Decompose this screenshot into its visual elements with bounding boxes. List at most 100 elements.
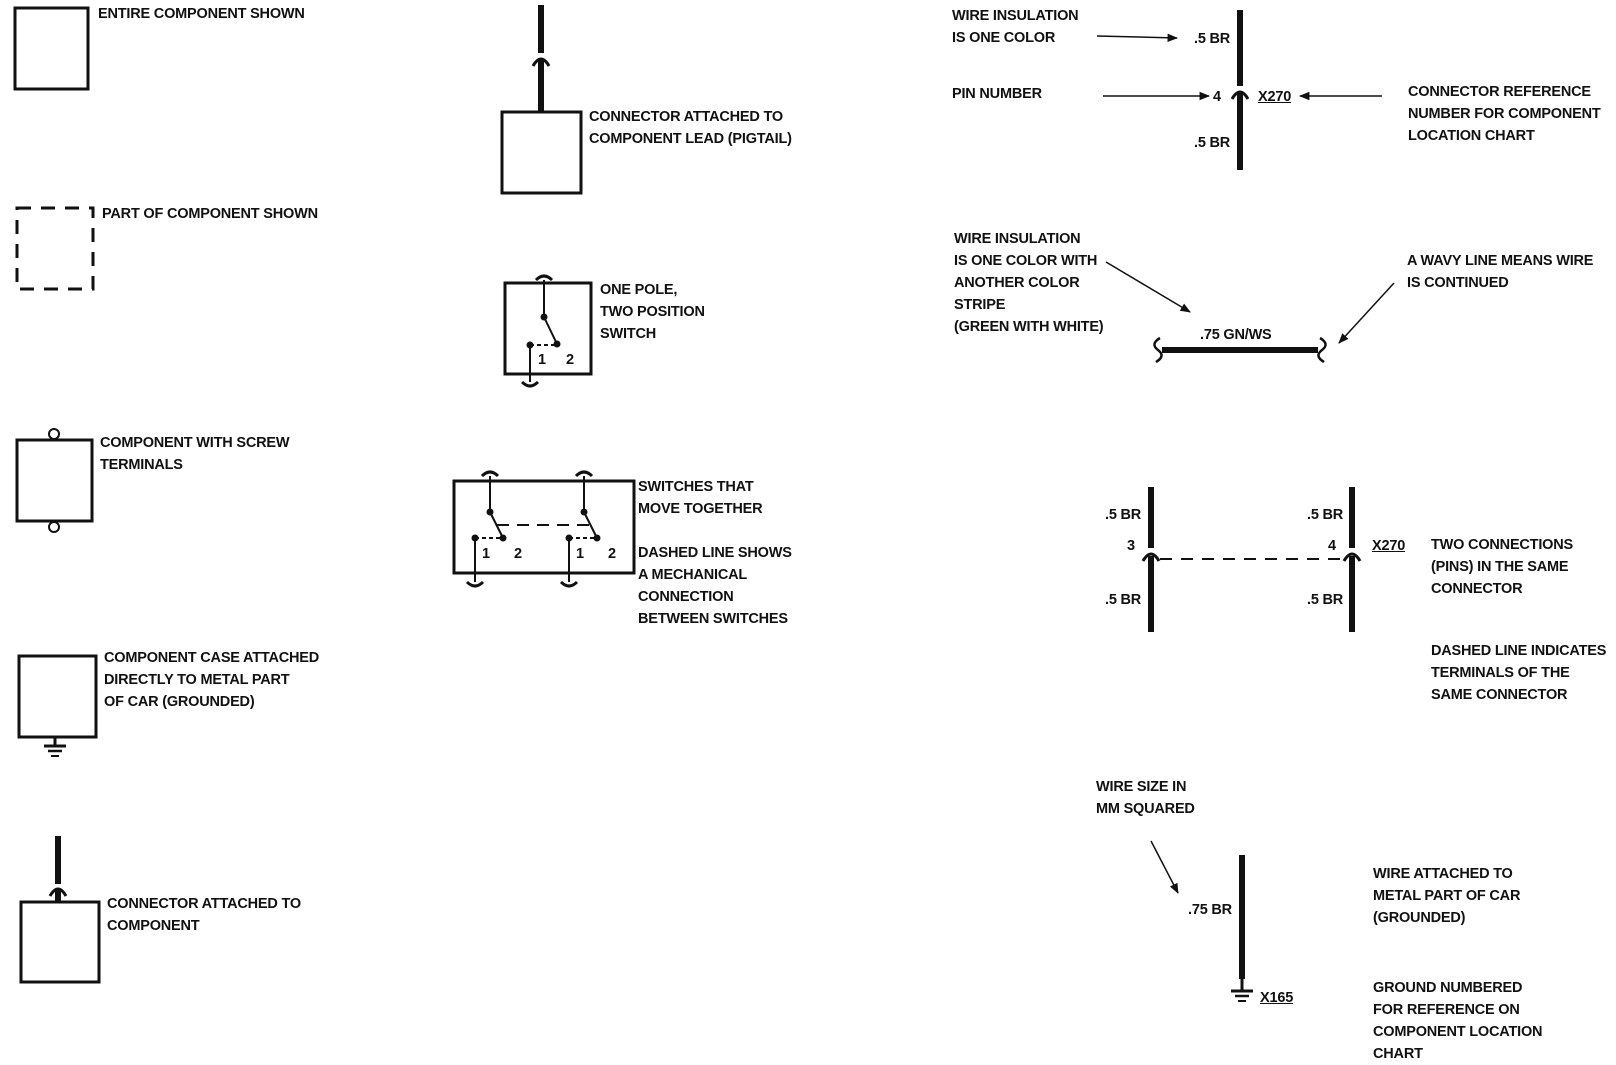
- right-bottom-wire-label: .5 BR: [1307, 592, 1344, 608]
- mechanical-connection-label: DASHED LINE SHOWS A MECHANICAL CONNECTION B…: [638, 542, 792, 630]
- ground-wire: [1231, 855, 1253, 1002]
- wavy-line-label-line: IS CONTINUED: [1407, 275, 1509, 291]
- one-pole-switch: [503, 274, 593, 388]
- mechanical-connection-label-line: BETWEEN SWITCHES: [638, 611, 788, 627]
- switches-together-label-line: SWITCHES THAT: [638, 479, 754, 495]
- case-grounded-label: COMPONENT CASE ATTACHED DIRECTLY TO METAL…: [104, 647, 319, 713]
- wire-one-color: [1230, 10, 1250, 170]
- connector-reference-label-line: NUMBER FOR COMPONENT: [1408, 106, 1601, 122]
- case-grounded-label-line: OF CAR (GROUNDED): [104, 694, 255, 710]
- ground-wire-size-value: .75 BR: [1188, 902, 1232, 918]
- stripe-insulation-label-line: IS ONE COLOR WITH: [954, 253, 1098, 269]
- top-wire-label: .5 BR: [1194, 31, 1231, 47]
- mechanical-connection-label-line: DASHED LINE SHOWS: [638, 545, 792, 561]
- right-pin-label: 4: [1328, 538, 1336, 554]
- wire-insulation-label-line: WIRE INSULATION: [952, 8, 1079, 24]
- mechanical-connection-label-line: CONNECTION: [638, 589, 734, 605]
- connector-x270-ref-2: X270: [1372, 538, 1406, 554]
- screw-terminal-component: [15, 428, 94, 533]
- connector-reference-label: CONNECTOR REFERENCE NUMBER FOR COMPONENT L…: [1408, 81, 1601, 147]
- stripe-insulation-label-line: WIRE INSULATION: [954, 231, 1081, 247]
- dashed-line-indicates-label-line: DASHED LINE INDICATES: [1431, 643, 1607, 659]
- bottom-wire-label: .5 BR: [1194, 135, 1231, 151]
- wire-attached-label: WIRE ATTACHED TO METAL PART OF CAR (GROUND…: [1373, 863, 1520, 929]
- connector-reference-label-line: LOCATION CHART: [1408, 128, 1535, 144]
- two-connections: [1141, 487, 1362, 632]
- ganged-terminal-2a: 2: [514, 546, 522, 562]
- mechanical-connection-label-line: A MECHANICAL: [638, 567, 748, 583]
- right-top-wire-label: .5 BR: [1307, 507, 1344, 523]
- connector-component-label-line: COMPONENT: [107, 918, 200, 934]
- pin-number-label-line: PIN NUMBER: [952, 86, 1042, 102]
- two-connections-label-line: TWO CONNECTIONS: [1431, 537, 1573, 553]
- one-pole-switch-label-line: ONE POLE,: [600, 282, 678, 298]
- connector-component: [19, 836, 101, 984]
- two-connections-label: TWO CONNECTIONS (PINS) IN THE SAME CONNECT…: [1431, 534, 1573, 600]
- ground-numbered-label-line: FOR REFERENCE ON: [1373, 1002, 1520, 1018]
- pin-number-value: 4: [1213, 89, 1221, 105]
- wire-attached-label-line: WIRE ATTACHED TO: [1373, 866, 1513, 882]
- entire-component-label-line: ENTIRE COMPONENT SHOWN: [98, 6, 305, 22]
- ganged-terminal-2b: 2: [608, 546, 616, 562]
- ground-x165-ref: X165: [1260, 990, 1294, 1006]
- connector-pigtail-label-line: CONNECTOR ATTACHED TO: [589, 109, 783, 125]
- wavy-line-label-line: A WAVY LINE MEANS WIRE: [1407, 253, 1594, 269]
- switches-together-label-line: MOVE TOGETHER: [638, 501, 763, 517]
- entire-component-label: ENTIRE COMPONENT SHOWN: [98, 3, 305, 25]
- left-pin-label: 3: [1127, 538, 1135, 554]
- one-pole-switch-contacts: [526, 313, 561, 349]
- connector-x270-ref: X270: [1258, 89, 1292, 105]
- wire-size-arrow: [1150, 840, 1179, 894]
- ganged-terminal-1a: 1: [482, 546, 490, 562]
- connector-pigtail: [500, 5, 583, 195]
- wire-insulation-label: WIRE INSULATION IS ONE COLOR: [952, 5, 1079, 49]
- left-top-wire-label: .5 BR: [1105, 507, 1142, 523]
- ganged-terminal-1b: 1: [576, 546, 584, 562]
- dashed-line-indicates-label-line: SAME CONNECTOR: [1431, 687, 1568, 703]
- part-component-box: [15, 206, 95, 291]
- dashed-line-indicates-label: DASHED LINE INDICATES TERMINALS OF THE SAM…: [1431, 640, 1606, 706]
- stripe-insulation-arrow: [1105, 261, 1191, 313]
- one-pole-switch-label-line: TWO POSITION: [600, 304, 705, 320]
- pin-number-label: PIN NUMBER: [952, 83, 1042, 105]
- case-grounded-label-line: COMPONENT CASE ATTACHED: [104, 650, 320, 666]
- dashed-line-indicates-label-line: TERMINALS OF THE: [1431, 665, 1570, 681]
- wire-size-label-line: WIRE SIZE IN: [1096, 779, 1187, 795]
- part-component-label: PART OF COMPONENT SHOWN: [102, 203, 318, 225]
- ganged-switch-contacts: [471, 508, 601, 542]
- entire-component-box: [13, 6, 90, 91]
- connector-component-label-line: CONNECTOR ATTACHED TO: [107, 896, 301, 912]
- ganged-switches: [452, 470, 636, 588]
- ground-numbered-label: GROUND NUMBERED FOR REFERENCE ON COMPONENT…: [1373, 977, 1543, 1065]
- stripe-insulation-label-line: STRIPE: [954, 297, 1006, 313]
- switch-terminal-1: 1: [538, 352, 546, 368]
- ground-numbered-label-line: GROUND NUMBERED: [1373, 980, 1523, 996]
- two-connections-label-line: (PINS) IN THE SAME: [1431, 559, 1569, 575]
- switches-together-label: SWITCHES THAT MOVE TOGETHER: [638, 476, 763, 520]
- one-pole-switch-label-line: SWITCH: [600, 326, 656, 342]
- case-grounded-label-line: DIRECTLY TO METAL PART: [104, 672, 290, 688]
- wavy-line-arrow: [1338, 282, 1395, 344]
- stripe-insulation-label-line: (GREEN WITH WHITE): [954, 319, 1104, 335]
- screw-terminals-label-line: COMPONENT WITH SCREW: [100, 435, 290, 451]
- striped-wire-label: .75 GN/WS: [1200, 327, 1272, 343]
- grounded-component: [17, 654, 98, 757]
- ground-numbered-label-line: COMPONENT LOCATION: [1373, 1024, 1543, 1040]
- connector-component-label: CONNECTOR ATTACHED TO COMPONENT: [107, 893, 301, 937]
- wire-attached-label-line: METAL PART OF CAR: [1373, 888, 1521, 904]
- stripe-insulation-label-line: ANOTHER COLOR: [954, 275, 1080, 291]
- stripe-insulation-label: WIRE INSULATION IS ONE COLOR WITH ANOTHER …: [954, 228, 1104, 338]
- two-connections-label-line: CONNECTOR: [1431, 581, 1523, 597]
- insulation-arrow: [1096, 33, 1179, 42]
- connector-reference-label-line: CONNECTOR REFERENCE: [1408, 84, 1591, 100]
- wavy-line-label: A WAVY LINE MEANS WIRE IS CONTINUED: [1407, 250, 1593, 294]
- left-bottom-wire-label: .5 BR: [1105, 592, 1142, 608]
- one-pole-switch-label: ONE POLE, TWO POSITION SWITCH: [600, 279, 705, 345]
- wire-attached-label-line: (GROUNDED): [1373, 910, 1466, 926]
- striped-wire: [1153, 336, 1327, 364]
- wire-insulation-label-line: IS ONE COLOR: [952, 30, 1056, 46]
